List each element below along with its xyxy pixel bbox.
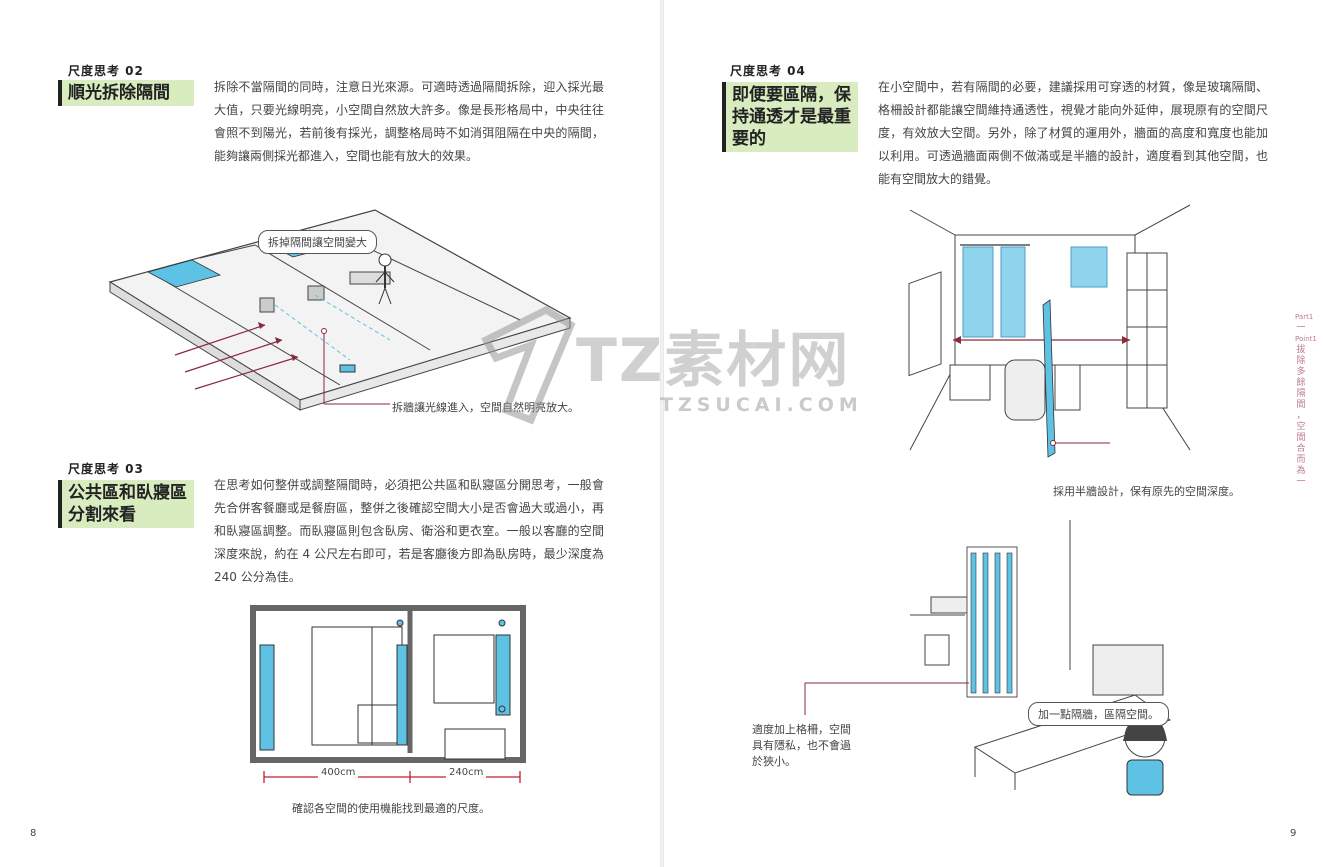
section-body: 拆除不當隔間的同時，注意日光來源。可適時透過隔間拆除，迎入採光最大值，只要光線明… (214, 80, 604, 163)
callout-line: 具有隱私，也不會過 (752, 739, 851, 752)
section-title: 公共區和臥寢區 分割來看 (58, 480, 194, 528)
side-nav-char: 間 (1296, 433, 1306, 443)
side-nav-point: Point1 (1295, 335, 1317, 343)
side-nav-char: 拔 (1296, 345, 1306, 355)
side-nav-char: 多 (1296, 367, 1306, 377)
side-nav-char: 一 (1296, 323, 1306, 333)
section-kicker: 尺度思考 04 (730, 64, 806, 78)
side-nav-char: 隔 (1296, 389, 1306, 399)
section-body: 在小空間中，若有隔間的必要，建議採用可穿透的材質，像是玻璃隔間、格柵設計都能讓空… (878, 80, 1268, 186)
illustration-caption: 確認各空間的使用機能找到最適的尺度。 (292, 802, 490, 815)
dimension-label: 400cm (318, 767, 359, 778)
side-nav-char: 合 (1296, 444, 1306, 454)
speech-bubble: 拆掉隔間讓空間變大 (258, 230, 377, 254)
section-title-line: 要的 (732, 129, 766, 149)
chapter-side-nav: Part1 一 Point1 拔 除 多 餘 隔 間 ， 空 間 合 而 為 一 (1295, 312, 1317, 488)
callout-line: 於狹小。 (752, 755, 796, 768)
section-title-line: 公共區和臥寢區 (68, 483, 187, 503)
side-nav-char: 間 (1296, 400, 1306, 410)
section-title-line: 即便要區隔，保 (732, 85, 851, 105)
side-nav-char: 空 (1296, 422, 1306, 432)
lattice-bedroom-illustration (804, 520, 1172, 796)
side-nav-part: Part1 (1295, 313, 1314, 321)
dimension-label: 240cm (446, 767, 487, 778)
illustration-caption: 拆牆讓光線進入，空間自然明亮放大。 (392, 401, 579, 414)
page-number: 9 (1290, 828, 1297, 839)
page-number: 8 (30, 828, 37, 839)
floorplan-2d-illustration (250, 605, 526, 783)
section-title: 順光拆除隔間 (58, 80, 194, 106)
illustration-callout: 適度加上格柵，空間 具有隱私，也不會過 於狹小。 (752, 722, 851, 770)
illustration-caption: 採用半牆設計，保有原先的空間深度。 (1053, 485, 1240, 498)
side-nav-char: 而 (1296, 455, 1306, 465)
section-title: 即便要區隔，保 持通透才是最重 要的 (722, 82, 858, 152)
half-wall-room-illustration (908, 204, 1191, 458)
callout-line: 適度加上格柵，空間 (752, 723, 851, 736)
side-nav-char: ， (1296, 411, 1306, 421)
section-kicker: 尺度思考 03 (68, 462, 144, 476)
section-title-line: 分割來看 (68, 505, 136, 525)
side-nav-char: 餘 (1296, 378, 1306, 388)
section-body: 在思考如何整併或調整隔間時，必須把公共區和臥寢區分開思考，一般會先合併客餐廳或是… (214, 478, 604, 584)
side-nav-char: 為 (1296, 466, 1306, 476)
speech-bubble: 加一點隔牆，區隔空間。 (1028, 702, 1169, 726)
book-spine (660, 0, 664, 867)
section-kicker: 尺度思考 02 (68, 64, 144, 78)
side-nav-char: 一 (1296, 477, 1306, 487)
side-nav-char: 除 (1296, 356, 1306, 366)
section-title-line: 持通透才是最重 (732, 107, 851, 127)
